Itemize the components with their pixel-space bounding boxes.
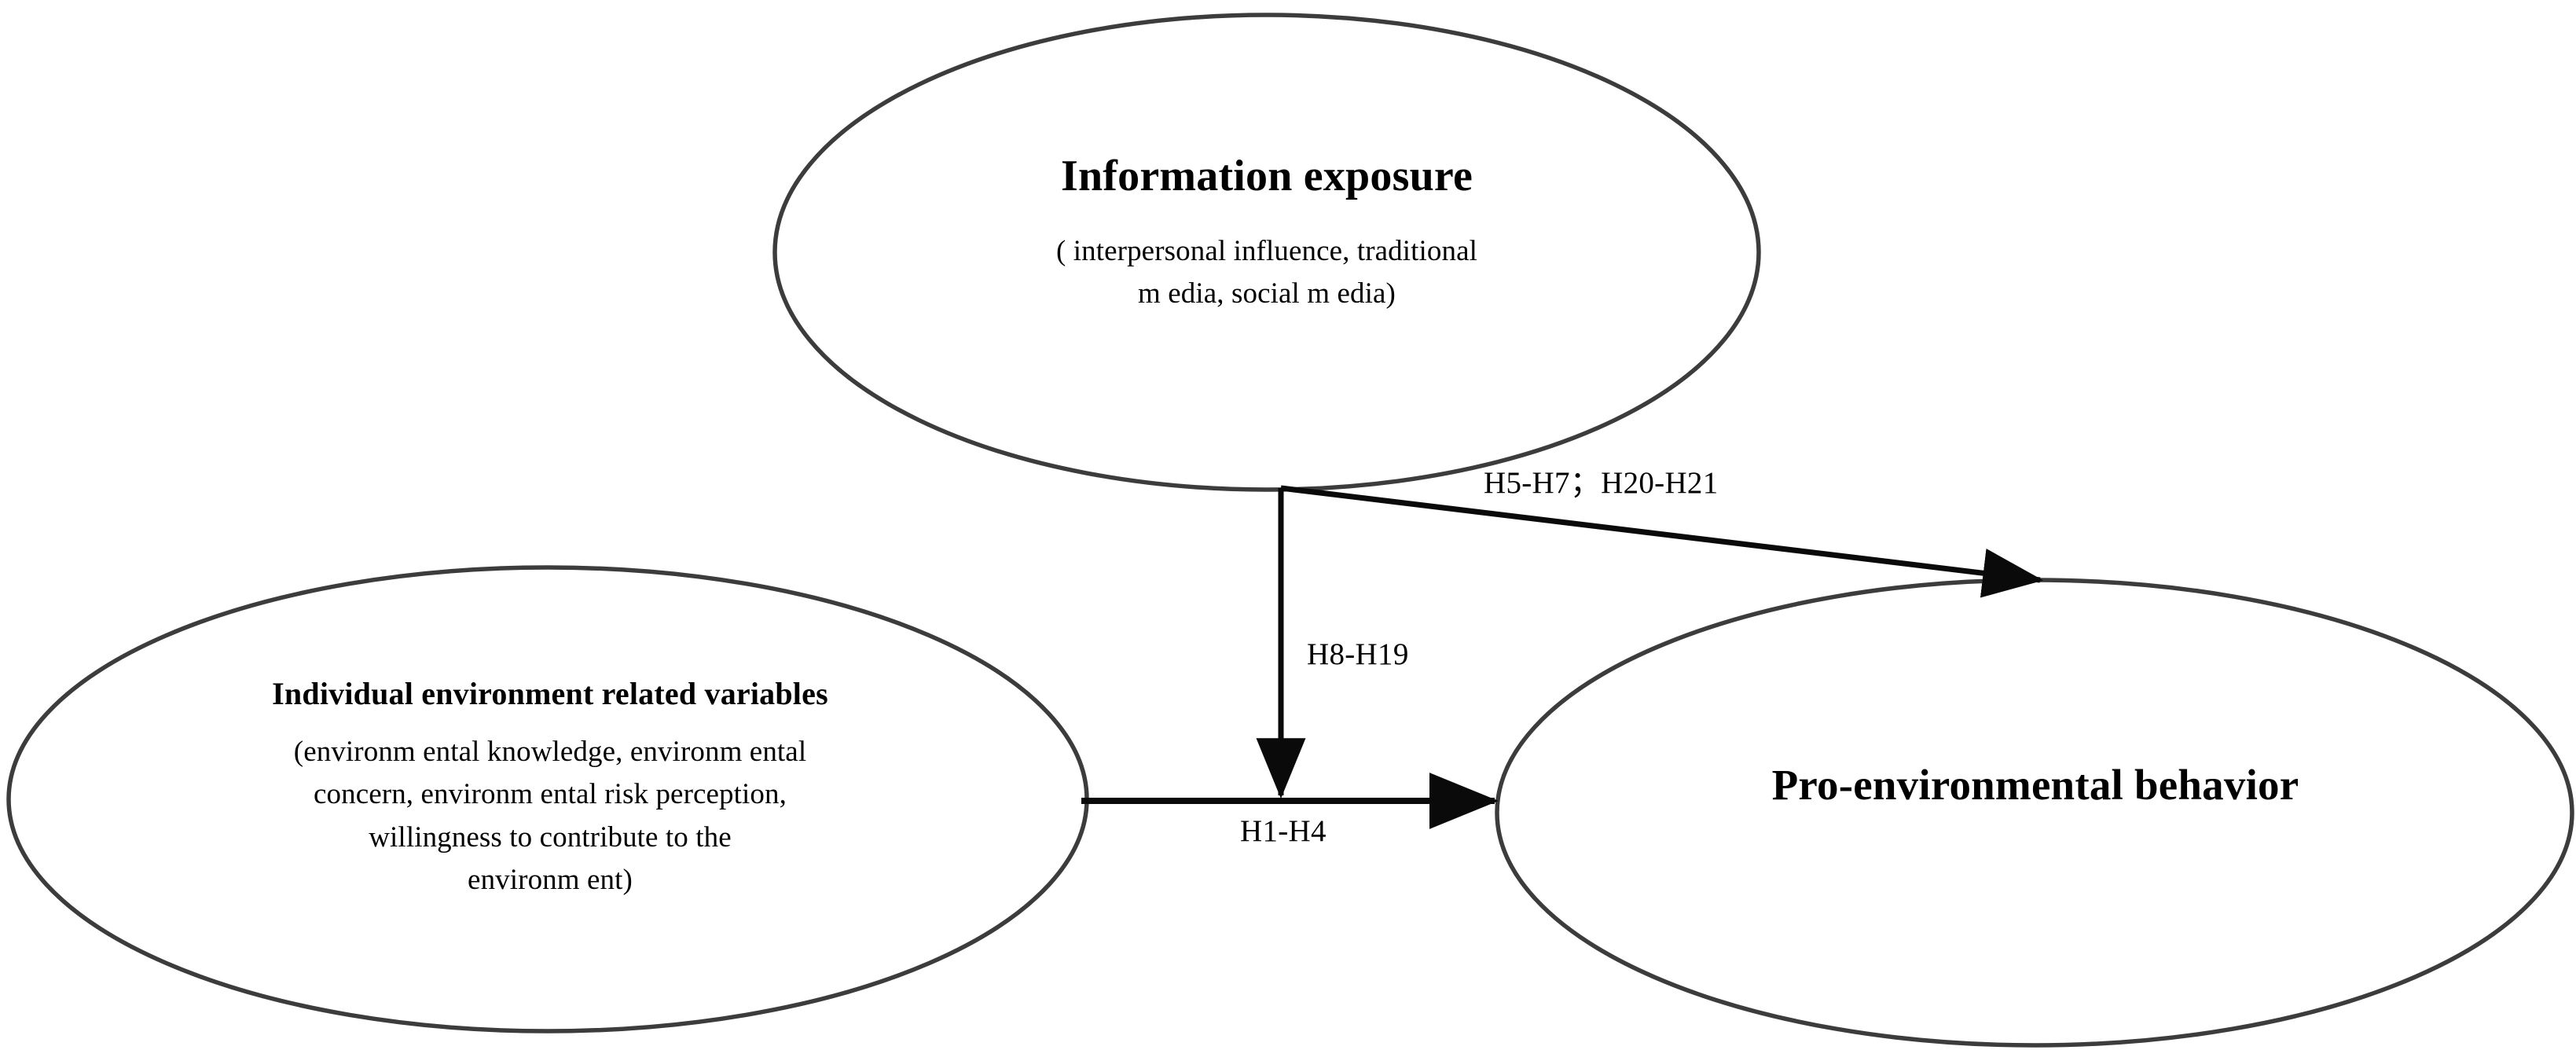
node-subtitle-information-exposure-line1: ( interpersonal influence, traditional [1056, 234, 1477, 267]
node-title-individual-variables: Individual environment related variables [272, 676, 828, 711]
ellipse-information-exposure [772, 13, 1761, 492]
node-subtitle-individual-variables-line3: willingness to contribute to the [369, 821, 732, 854]
node-title-information-exposure: Information exposure [1060, 152, 1473, 200]
node-title-pro-environmental-behavior: Pro-environmental behavior [1771, 761, 2299, 809]
node-subtitle-information-exposure-line2: m edia, social m edia) [1138, 277, 1396, 310]
edge-label-h8h19: H8-H19 [1307, 637, 1409, 671]
node-label-information-exposure: Information exposure ( interpersonal inf… [819, 145, 1715, 316]
node-label-pro-environmental-behavior: Pro-environmental behavior [1564, 754, 2507, 816]
node-subtitle-individual-variables-line2: concern, environm ental risk perception, [314, 778, 787, 811]
arrow-h5h7-h20h21 [1280, 485, 2044, 598]
node-subtitle-individual-variables-line4: environm ent) [468, 863, 633, 896]
node-subtitle-individual-variables-line1: (environm ental knowledge, environm enta… [293, 735, 807, 768]
node-label-individual-variables: Individual environment related variables… [102, 672, 998, 901]
edge-label-h5h7-h20h21: H5-H7；H20-H21 [1484, 466, 1719, 500]
edge-label-h1h4: H1-H4 [1240, 814, 1327, 848]
